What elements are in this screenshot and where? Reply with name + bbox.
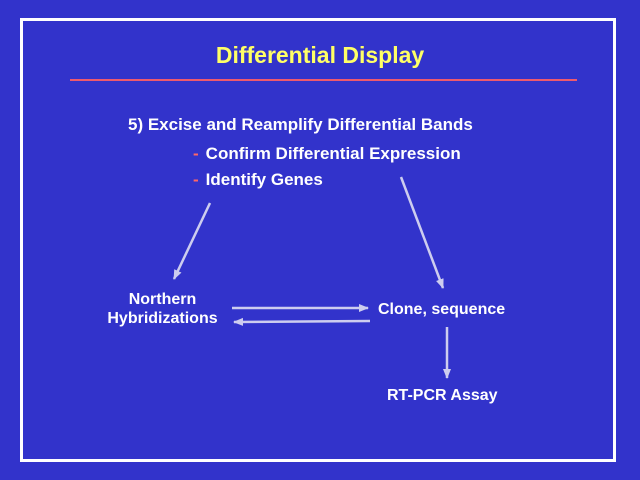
node-northern-hybridizations: Northern Hybridizations — [70, 290, 255, 328]
node-clone-sequence: Clone, sequence — [378, 301, 506, 318]
title-underline-rule — [70, 79, 577, 81]
slide-title: Differential Display — [215, 42, 425, 68]
node-rt-pcr-assay: RT-PCR Assay — [387, 387, 498, 404]
slide-border-frame — [20, 18, 616, 462]
bullet-identify-genes: -Identify Genes — [193, 170, 323, 190]
bullet-dash: - — [193, 170, 199, 189]
bullet-dash: - — [193, 144, 199, 163]
node-label-line2: Hybridizations — [107, 310, 218, 327]
bullet-label: Identify Genes — [205, 170, 323, 189]
bullet-confirm-differential-expression: -Confirm Differential Expression — [193, 144, 461, 164]
step-heading: 5) Excise and Reamplify Differential Ban… — [128, 115, 473, 134]
bullet-label: Confirm Differential Expression — [205, 144, 461, 163]
node-label-line1: Northern — [128, 291, 197, 308]
